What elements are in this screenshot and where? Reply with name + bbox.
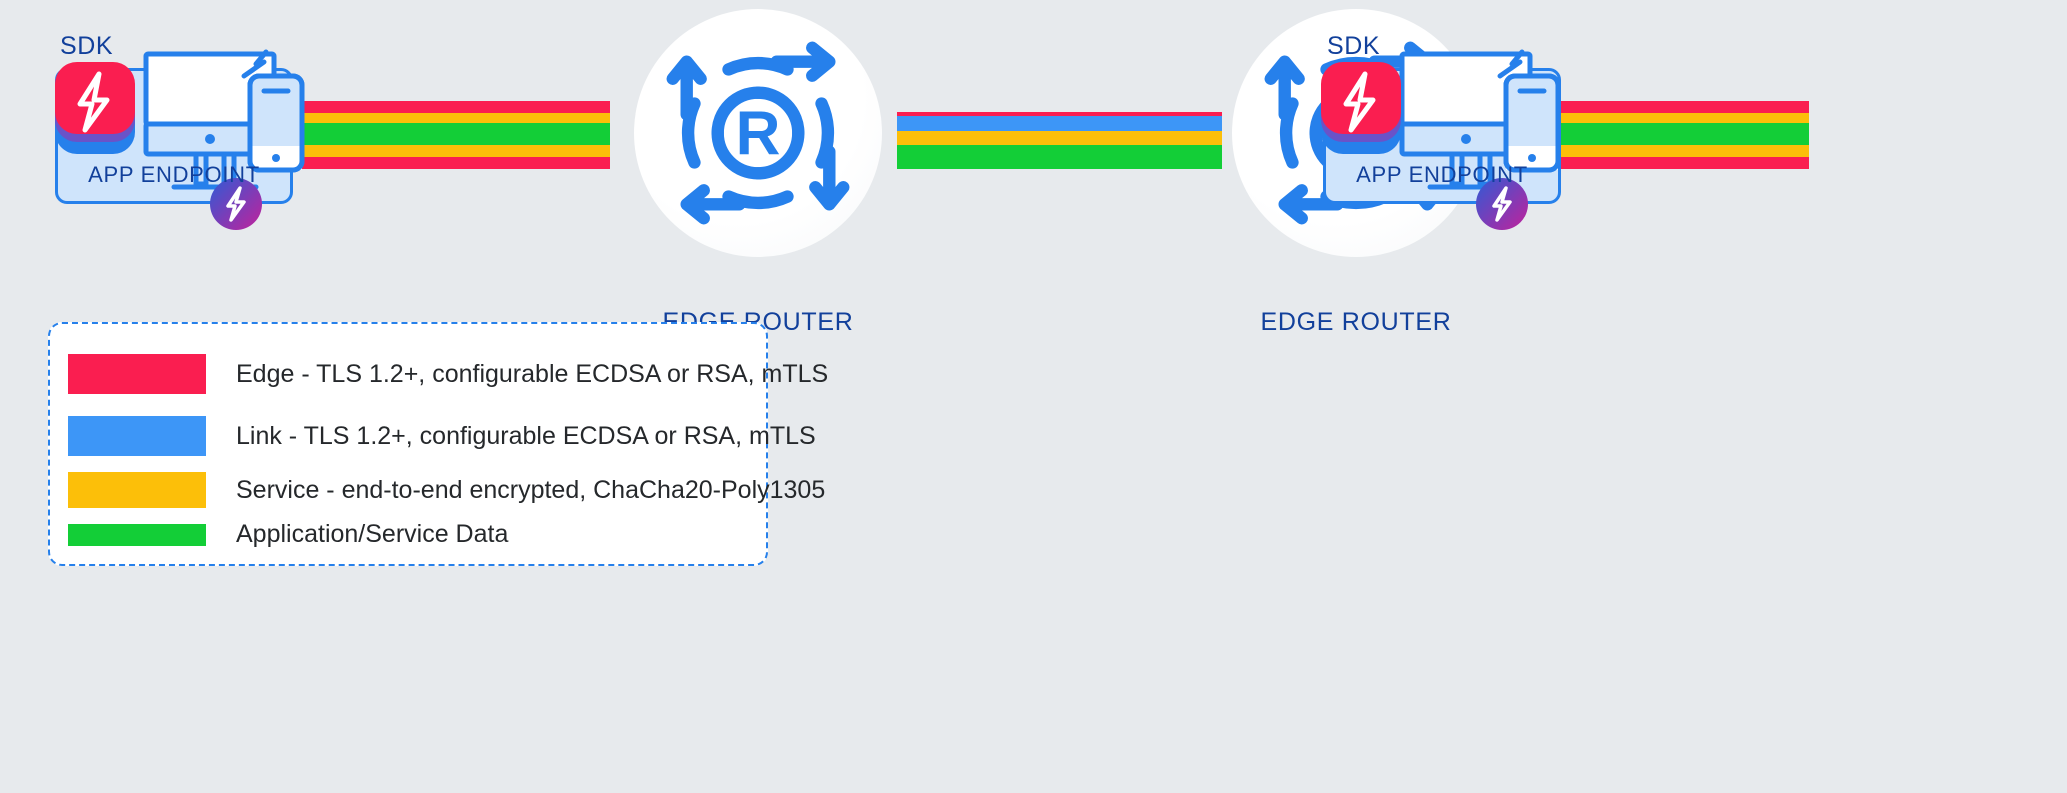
- right-endpoint-sdk-label: SDK: [1327, 32, 1381, 60]
- legend-label-3: Application/Service Data: [236, 520, 509, 548]
- svg-text:R: R: [736, 100, 781, 169]
- right-endpoint-badge-icon: [1476, 178, 1528, 230]
- right-endpoint-label: APP ENDPOINT: [1356, 162, 1528, 187]
- left-endpoint-badge-icon: [210, 178, 262, 230]
- legend-item-1: Link - TLS 1.2+, configurable ECDSA or R…: [68, 416, 816, 456]
- left-router-circle: [634, 9, 882, 257]
- legend-swatch-2: [68, 472, 206, 508]
- stripe-segment-left-band-1: [258, 113, 610, 125]
- stripe-segment-middle-band-1: [897, 116, 1222, 131]
- stripe-segment-middle-band-0: [897, 112, 1222, 116]
- stripe-segment-left-band-2: [258, 123, 610, 145]
- left-endpoint-device-icon: [140, 48, 308, 198]
- right-endpoint-sdk-stack-icon: [1313, 58, 1409, 162]
- left-router-router-icon: R: [665, 40, 851, 226]
- stripe-segment-left-band-4: [258, 157, 610, 169]
- stripe-segment-middle-band-2: [897, 131, 1222, 145]
- legend-item-3: Application/Service Data: [68, 520, 508, 549]
- legend-swatch-3: [68, 523, 206, 546]
- left-endpoint-label: APP ENDPOINT: [88, 162, 260, 187]
- stripe-segment-left-band-0: [258, 101, 610, 113]
- right-router-label: EDGE ROUTER: [1260, 308, 1452, 336]
- legend-panel: Edge - TLS 1.2+, configurable ECDSA or R…: [48, 322, 828, 566]
- legend-swatch-1: [68, 416, 206, 456]
- legend-swatch-0: [68, 354, 206, 394]
- legend-item-0: Edge - TLS 1.2+, configurable ECDSA or R…: [68, 354, 828, 394]
- stripe-segment-middle-band-3: [897, 145, 1222, 169]
- legend-label-0: Edge - TLS 1.2+, configurable ECDSA or R…: [236, 359, 829, 388]
- left-endpoint-sdk-stack-icon: [47, 58, 143, 162]
- left-endpoint-sdk-label: SDK: [60, 32, 114, 60]
- right-endpoint-device-icon: [1396, 48, 1564, 198]
- legend-item-2: Service - end-to-end encrypted, ChaCha20…: [68, 472, 825, 508]
- legend-label-1: Link - TLS 1.2+, configurable ECDSA or R…: [236, 421, 816, 450]
- legend-label-2: Service - end-to-end encrypted, ChaCha20…: [236, 475, 826, 504]
- stripe-segment-left-band-3: [258, 145, 610, 157]
